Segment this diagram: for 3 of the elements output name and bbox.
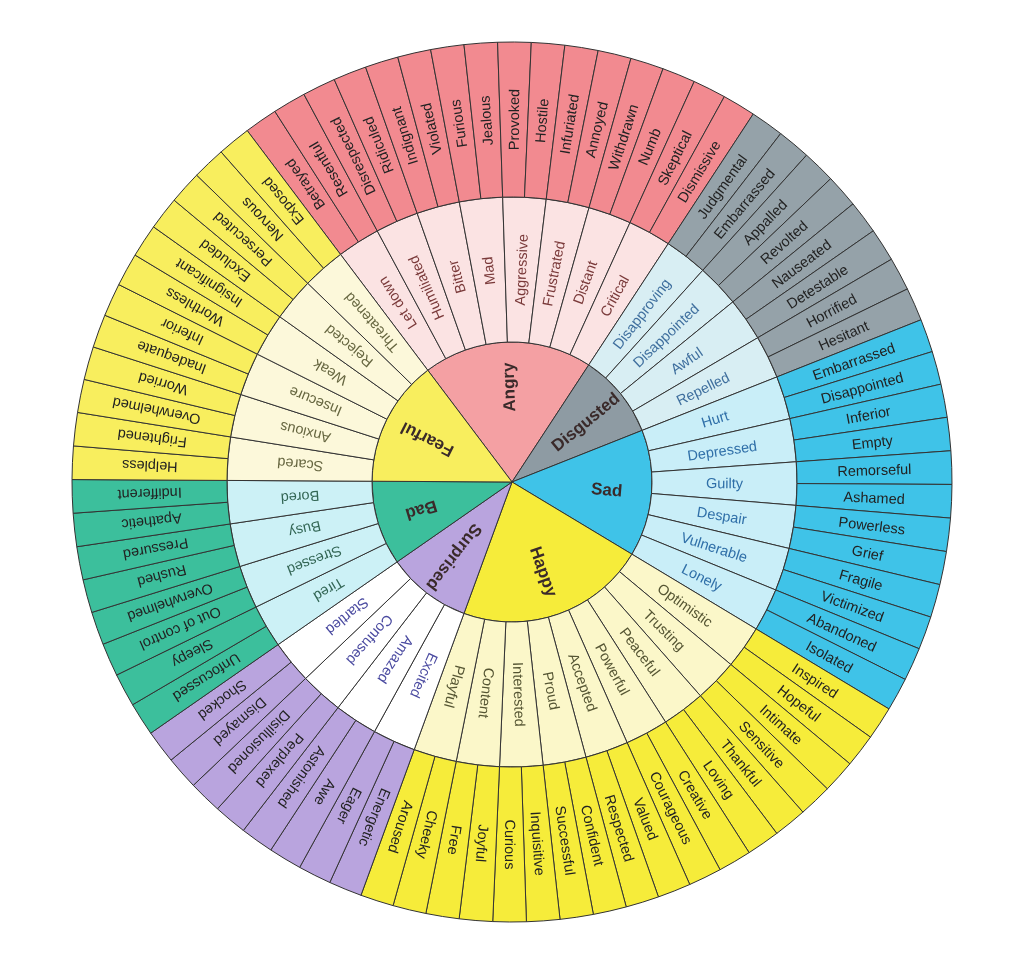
emotion-segment: Remorseful bbox=[795, 450, 953, 485]
emotion-segment: Curious bbox=[492, 766, 527, 923]
emotion-segment: Guilty bbox=[651, 461, 798, 506]
